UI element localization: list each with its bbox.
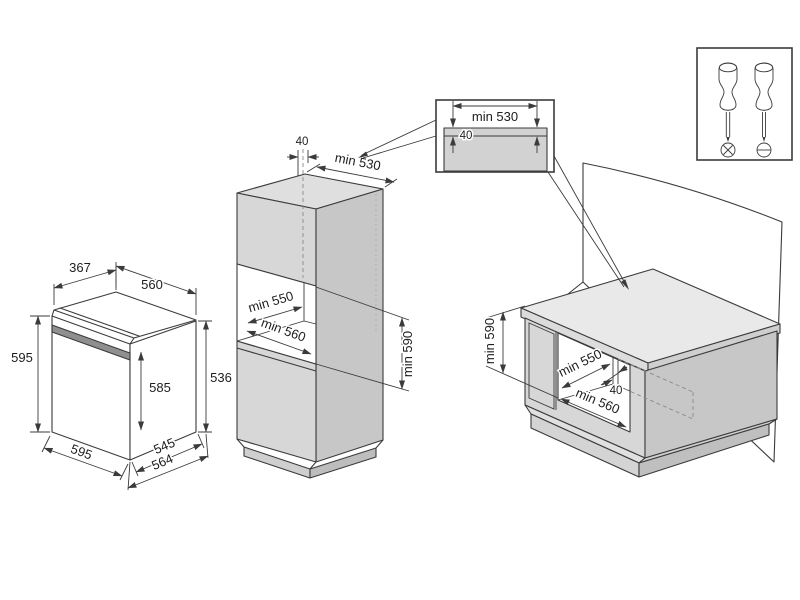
oven-isometric-view: 367 560 595 585 536 595 545 564 [10,259,233,491]
dim-label-cutout-vent-gap: 40 [460,130,473,142]
dim-label-oven-side-height: 536 [210,370,232,385]
dim-label-cutout-width: min 530 [472,109,518,124]
oven-top-face [53,291,197,339]
dim-label-oven-height: 595 [11,350,33,365]
callout-leader-left [361,119,437,159]
callout-arrow-left [358,151,368,158]
callout-arrow-right [621,279,629,290]
cabinet-side-face [315,188,384,463]
required-tools-box [696,47,793,161]
dim-label-oven-top-width: 560 [141,277,163,292]
base-plinth-side [638,423,770,478]
dim-label-oven-top-depth: 367 [69,260,91,275]
dim-label-worktop-niche-height: min 590 [482,318,497,364]
oven-front-door [51,315,131,461]
dim-label-oven-inner-height: 585 [149,380,171,395]
dim-label-cabinet-top-clearance: min 530 [334,150,382,174]
cutout-detail-inset: min 530 40 [358,99,629,290]
phillips-screwdriver-icon [718,62,738,158]
cutout-area [443,127,548,172]
callout-leader-right [547,155,627,288]
dim-label-oven-total-depth: 564 [149,451,175,473]
hidden-niche-edges [617,358,694,420]
dim-label-worktop-vent-gap: 40 [610,385,623,397]
tall-cabinet-installation-view: 40 min 530 min 550 min 560 min 590 [236,135,417,479]
dim-label-cabinet-niche-height: min 590 [400,331,415,377]
flathead-screwdriver-icon [754,62,774,158]
tools-frame [696,47,793,161]
oven-handle-strip [51,324,131,361]
dim-label-cabinet-vent-gap: 40 [296,136,309,148]
cabinet-plinth-side [309,447,377,479]
oven-side-face [129,320,197,461]
worktop-installation-view: min 590 min 550 40 min 560 [481,162,783,478]
